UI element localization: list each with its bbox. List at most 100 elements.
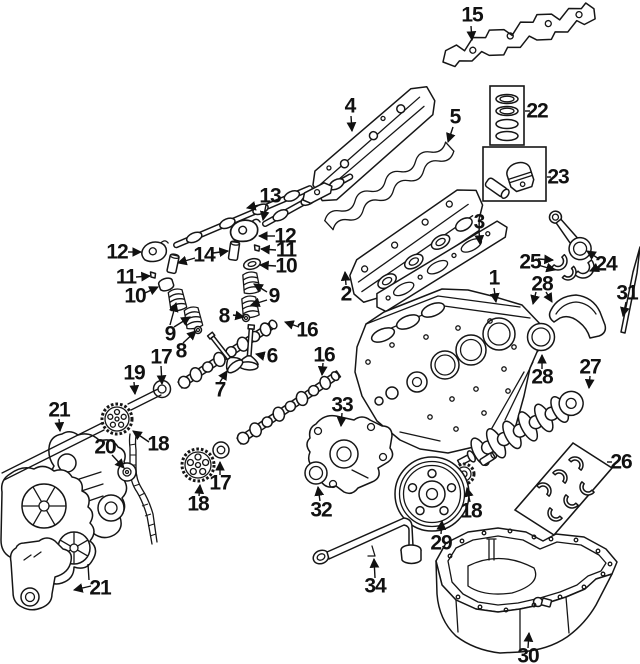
callout-16: 16 (313, 344, 336, 377)
part-timing-cover-bracket (9, 537, 73, 611)
callout-number: 10 (275, 255, 297, 278)
callout-2: 2 (340, 270, 353, 306)
callout-number: 8 (176, 340, 188, 363)
part-rear-seal-retainer (548, 294, 607, 339)
callout-leader (584, 375, 595, 390)
callout-leader (111, 454, 125, 469)
callout-number: 28 (531, 366, 554, 389)
callout-23: 23 (547, 166, 570, 189)
callout-6: 6 (254, 345, 279, 368)
callout-number: 11 (116, 266, 138, 289)
callout-number: 9 (269, 285, 280, 308)
callout-leader (523, 631, 534, 649)
callout-11: 11 (259, 239, 298, 262)
callout-leader (537, 254, 555, 265)
callout-number: 25 (519, 251, 542, 274)
callout-number: 21 (48, 399, 71, 422)
callout-17: 17 (150, 346, 173, 386)
callout-number: 16 (313, 344, 335, 367)
callout-leader (436, 519, 447, 535)
callout-number: 28 (531, 273, 554, 296)
callout-31: 31 (616, 282, 640, 318)
callout-leader (132, 430, 150, 443)
callout-leader (249, 297, 268, 308)
callout-leader (259, 244, 277, 255)
callout-number: 30 (517, 645, 539, 664)
part-valve-exhaust (206, 331, 244, 374)
callout-24: 24 (586, 250, 619, 276)
part-valve-guide-right (227, 240, 241, 262)
part-valve-cover (312, 86, 436, 202)
callout-number: 23 (547, 166, 569, 189)
part-valve-guide-left (166, 253, 180, 275)
callout-number: 3 (474, 211, 485, 234)
callout-number: 34 (364, 575, 387, 598)
part-valve-keeper-left (149, 271, 157, 279)
callout-leader (232, 310, 246, 321)
part-camshaft-sprocket-belt (100, 402, 134, 436)
callout-leader (346, 115, 357, 133)
callout-leader (259, 204, 270, 222)
callout-leader (258, 260, 277, 271)
callout-19: 19 (123, 362, 146, 396)
part-rocker-shaft-end (302, 182, 333, 205)
part-oil-pan (435, 527, 618, 654)
callout-21: 21 (72, 563, 113, 600)
callout-30: 30 (517, 631, 540, 664)
callout-number: 18 (147, 433, 170, 456)
callout-number: 15 (461, 4, 484, 27)
callout-leader (530, 291, 540, 306)
part-valve-seal-right (241, 313, 251, 323)
callout-9: 9 (165, 301, 191, 346)
part-valve-keeper-right (253, 244, 261, 252)
callout-10: 10 (124, 285, 159, 308)
callout-leader (340, 270, 351, 286)
callout-leader (129, 381, 140, 396)
callout-22: 22 (525, 100, 549, 123)
callout-number: 12 (106, 241, 128, 264)
callout-number: 21 (89, 577, 112, 600)
callout-leader (253, 283, 268, 293)
callout-number: 18 (187, 493, 210, 516)
part-rocker-arm-right (229, 218, 261, 243)
part-rocker-arm-shaft-assembly (442, 2, 596, 68)
callout-25: 25 (519, 251, 557, 274)
part-valve-seal-left (193, 325, 203, 335)
callout-18: 18 (460, 486, 484, 523)
part-rear-main-seal (526, 322, 556, 352)
callout-8: 8 (219, 305, 246, 328)
callout-number: 19 (123, 362, 145, 385)
callout-number: 31 (616, 282, 639, 305)
part-valve-intake (238, 324, 259, 371)
callout-leader (283, 320, 300, 330)
callout-number: 32 (310, 499, 332, 522)
callout-leader (245, 201, 264, 211)
callout-leader (446, 126, 456, 144)
callout-number: 10 (124, 285, 146, 308)
callout-number: 29 (430, 532, 452, 555)
callout-1: 1 (489, 267, 502, 304)
callout-number: 20 (94, 436, 116, 459)
callout-12: 12 (106, 241, 143, 264)
part-oil-pump (306, 414, 394, 495)
callout-leader (336, 412, 347, 428)
callout-15: 15 (461, 4, 485, 42)
part-rocker-arm-left (141, 240, 169, 263)
part-connecting-rod (548, 210, 592, 261)
callout-number: 17 (209, 472, 231, 495)
callout-number: 2 (341, 283, 352, 306)
callout-number: 22 (526, 100, 548, 123)
callout-leader (466, 25, 477, 42)
callout-28: 28 (531, 353, 555, 389)
callout-21: 21 (48, 399, 72, 433)
part-main-bearing-set (513, 441, 614, 537)
part-spring-retainer-left (157, 277, 175, 292)
part-oil-pickup-tube (312, 517, 422, 565)
callout-leader (173, 316, 191, 328)
callout-number: 4 (345, 95, 357, 118)
callout-leader (317, 362, 328, 377)
callout-number: 16 (296, 319, 318, 342)
callout-leader (369, 557, 380, 579)
